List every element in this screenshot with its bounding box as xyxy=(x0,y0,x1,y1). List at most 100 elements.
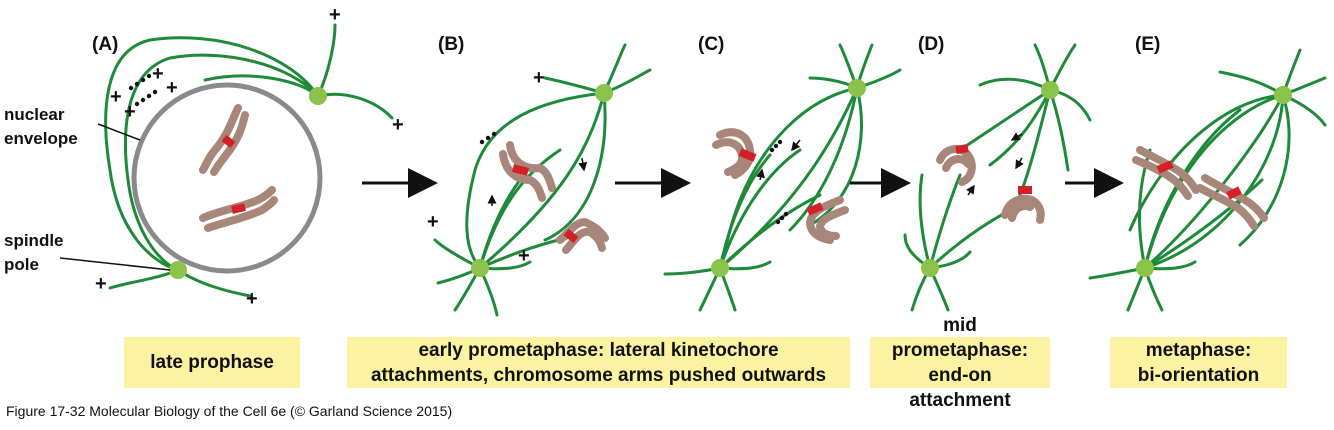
plus-end-label: + xyxy=(246,288,258,310)
plus-end-label: + xyxy=(95,273,107,295)
chromosome xyxy=(936,144,976,186)
microtubule xyxy=(718,86,859,270)
stage-label-text: metaphase: xyxy=(1145,339,1252,361)
spindle-pole xyxy=(309,87,327,105)
panel-b: (B) + + + xyxy=(427,34,652,317)
movement-arrow xyxy=(578,157,588,172)
movement-arrow xyxy=(756,168,765,181)
plus-end-label: + xyxy=(152,63,164,85)
stage-label-text: mid prometaphase: xyxy=(891,314,1029,361)
stage-label-late-prophase: late prophase xyxy=(124,337,300,388)
stage-label-text: bi-orientation xyxy=(1137,364,1260,386)
stage-label-metaphase: metaphase: bi-orientation xyxy=(1110,337,1287,388)
spindle-pole xyxy=(848,79,866,97)
microtubule xyxy=(1048,88,1070,172)
stage-label-text: early prometaphase: lateral kinetochore xyxy=(418,339,779,361)
microtubule xyxy=(1143,178,1264,270)
chromosome xyxy=(199,186,278,232)
spindle-pole-label: spindle xyxy=(4,231,64,250)
microtubule xyxy=(928,173,962,270)
microtubule xyxy=(478,91,606,270)
microtubule xyxy=(316,92,394,120)
panel-a-label: (A) xyxy=(92,34,118,55)
panel-b-label: (B) xyxy=(438,34,464,55)
spindle-pole xyxy=(711,259,729,277)
panel-c: (C) xyxy=(663,34,902,312)
plus-end-label: + xyxy=(110,86,122,108)
panel-e-label: (E) xyxy=(1135,34,1160,55)
chromosome xyxy=(1196,174,1268,230)
plus-end-label: + xyxy=(166,77,178,99)
panel-c-label: (C) xyxy=(698,34,724,55)
spindle-pole-label: pole xyxy=(4,255,39,274)
stage-label-text: end-on attachment xyxy=(909,364,1011,411)
figure-caption: Figure 17-32 Molecular Biology of the Ce… xyxy=(6,403,453,419)
movement-arrow xyxy=(791,139,801,152)
movement-arrow xyxy=(1010,132,1023,141)
panel-d-label: (D) xyxy=(918,34,944,55)
chromosome xyxy=(199,104,249,176)
chromosome xyxy=(556,217,609,254)
microtubule xyxy=(478,178,522,270)
microtubule xyxy=(1128,93,1285,232)
microtubule xyxy=(718,153,772,270)
microtubule xyxy=(918,173,932,270)
nuclear-envelope-label: nuclear xyxy=(4,105,65,124)
microtubule xyxy=(316,23,337,98)
microtubule xyxy=(1218,70,1285,97)
motor-proteins xyxy=(479,131,497,145)
spindle-pole xyxy=(595,84,613,102)
panel-e: (E) xyxy=(1088,34,1327,312)
microtubule xyxy=(465,91,606,270)
movement-arrow xyxy=(966,184,975,196)
nuclear-envelope xyxy=(131,82,323,274)
chromosome xyxy=(1001,186,1045,224)
nuclear-envelope-label: envelope xyxy=(4,129,78,148)
microtubule xyxy=(104,36,320,272)
motor-proteins xyxy=(769,139,789,225)
chromosome xyxy=(805,196,849,244)
microtubule xyxy=(123,53,320,272)
movement-arrow xyxy=(1015,157,1024,170)
spindle-pole xyxy=(471,259,489,277)
microtubule xyxy=(1143,93,1285,270)
microtubule xyxy=(718,86,859,270)
plus-end-label: + xyxy=(392,114,404,136)
spindle-pole xyxy=(1136,259,1154,277)
microtubule xyxy=(1238,93,1291,247)
stage-label-text: attachments, chromosome arms pushed outw… xyxy=(370,364,827,386)
motor-proteins xyxy=(128,73,158,107)
leader-line xyxy=(97,123,141,141)
chromosome xyxy=(712,128,757,179)
microtubule xyxy=(978,77,1052,92)
microtubule xyxy=(718,193,822,270)
stage-label-text: late prophase xyxy=(150,352,274,373)
microtubule xyxy=(718,148,802,270)
microtubule xyxy=(108,268,180,290)
microtubule xyxy=(788,86,859,232)
spindle-pole xyxy=(1041,81,1059,99)
plus-end-label: + xyxy=(329,4,341,26)
stage-label-early-prometaphase: early prometaphase: lateral kinetochore … xyxy=(347,337,850,388)
plus-end-label: + xyxy=(124,101,136,123)
stage-label-mid-prometaphase: mid prometaphase: end-on attachment xyxy=(870,315,1050,411)
spindle-pole xyxy=(169,261,187,279)
chromosome xyxy=(499,141,556,202)
plus-end-label: + xyxy=(533,67,545,89)
microtubule xyxy=(543,76,606,95)
microtubule xyxy=(958,88,1052,152)
spindle-pole xyxy=(1274,86,1292,104)
plus-end-label: + xyxy=(427,211,439,233)
microtubule xyxy=(1138,148,1152,270)
leader-line xyxy=(59,257,171,271)
microtubule xyxy=(543,91,607,242)
spindle-pole xyxy=(921,259,939,277)
microtubule xyxy=(808,86,864,227)
plus-end-label: + xyxy=(518,245,530,267)
microtubule xyxy=(176,268,252,298)
panel-d: (D) xyxy=(903,34,1092,312)
panel-a: (A) + + + + + xyxy=(4,4,404,310)
chromosome xyxy=(1132,146,1200,200)
